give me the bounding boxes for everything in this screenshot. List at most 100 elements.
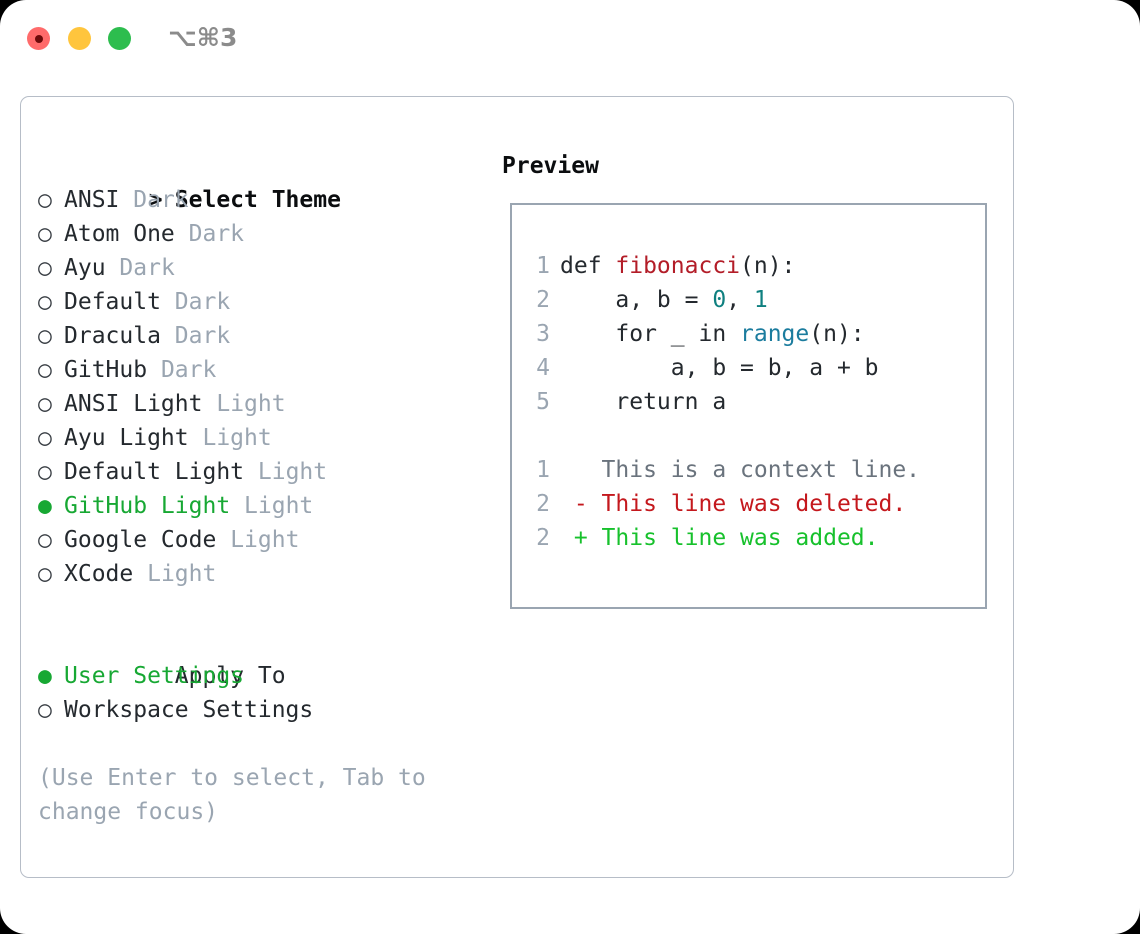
close-icon — [35, 35, 43, 43]
radio-unselected-icon[interactable]: ○ — [38, 697, 52, 723]
line-number: 1 — [536, 457, 550, 483]
code-line: 2 + This line was added. — [528, 521, 920, 555]
theme-list-item[interactable]: ○ GitHub Dark — [38, 353, 488, 387]
theme-name: ANSI — [64, 187, 120, 213]
theme-spacer — [189, 425, 203, 451]
title-bar: ⌥⌘3 — [0, 0, 1140, 78]
theme-spacer — [106, 255, 120, 281]
theme-spacer — [161, 323, 175, 349]
theme-spacer — [202, 391, 216, 417]
theme-name: GitHub Light — [64, 493, 231, 519]
code-token: (n): — [740, 253, 796, 279]
theme-list-item[interactable]: ○ Ayu Light Light — [38, 421, 488, 455]
apply-to-option[interactable]: ●User Settings — [38, 659, 488, 693]
theme-list-item[interactable]: ○ Atom One Dark — [38, 217, 488, 251]
theme-name: Dracula — [64, 323, 161, 349]
radio-unselected-icon[interactable]: ○ — [38, 527, 52, 553]
code-token: 1 — [753, 287, 768, 313]
theme-list-item[interactable]: ○ANSI Dark — [38, 183, 488, 217]
radio-selected-icon[interactable]: ● — [38, 493, 52, 519]
theme-list-item[interactable]: ○XCode Light — [38, 557, 488, 591]
radio-unselected-icon[interactable]: ○ — [38, 221, 52, 247]
code-token: + This line was added. — [560, 525, 879, 551]
line-number: 5 — [536, 389, 550, 415]
radio-unselected-icon[interactable]: ○ — [38, 425, 52, 451]
apply-to-option-label: Workspace Settings — [64, 697, 314, 723]
theme-list-item[interactable]: ○Google Code Light — [38, 523, 488, 557]
theme-category: Dark — [119, 255, 175, 281]
theme-category: Light — [202, 425, 272, 451]
theme-list-item[interactable]: ○ Ayu Dark — [38, 251, 488, 285]
theme-name: Ayu — [64, 255, 106, 281]
code-line — [528, 419, 920, 453]
radio-unselected-icon[interactable]: ○ — [38, 357, 52, 383]
apply-to-list: ●User Settings ○ Workspace Settings — [38, 659, 488, 727]
list-spacer — [38, 591, 488, 625]
code-token: 0 — [712, 287, 727, 313]
theme-name: Default Light — [64, 459, 245, 485]
apply-to-heading: ○Apply To — [38, 625, 488, 689]
code-token: - This line was deleted. — [560, 491, 907, 517]
theme-spacer — [133, 561, 147, 587]
radio-unselected-icon[interactable]: ○ — [38, 323, 52, 349]
apply-to-option[interactable]: ○ Workspace Settings — [38, 693, 488, 727]
code-token: This is a context line. — [560, 457, 921, 483]
code-token: , — [726, 287, 754, 313]
theme-category: Light — [230, 527, 300, 553]
maximize-window-button[interactable] — [108, 27, 131, 50]
theme-category: Dark — [160, 357, 217, 383]
radio-unselected-icon[interactable]: ○ — [38, 289, 52, 315]
theme-spacer — [230, 493, 244, 519]
theme-category: Dark — [188, 221, 245, 247]
line-number: 2 — [536, 491, 550, 517]
theme-list-item[interactable]: ○ Default Dark — [38, 285, 488, 319]
code-token: def — [560, 253, 616, 279]
theme-category: Dark — [174, 289, 231, 315]
theme-category: Light — [244, 493, 314, 519]
radio-unselected-icon[interactable]: ○ — [38, 459, 52, 485]
code-line: 1 This is a context line. — [528, 453, 920, 487]
theme-name: Atom One — [64, 221, 175, 247]
apply-to-label: Apply To — [174, 663, 286, 689]
prompt-caret-icon: > — [148, 187, 163, 213]
code-line: 5 return a — [528, 385, 920, 419]
theme-name: Ayu Light — [64, 425, 189, 451]
keyboard-hint-text: (Use Enter to select, Tab to change focu… — [38, 765, 440, 825]
radio-selected-icon[interactable]: ● — [38, 663, 52, 689]
theme-category: Light — [147, 561, 217, 587]
radio-unselected-icon[interactable]: ○ — [38, 391, 52, 417]
theme-spacer — [244, 459, 258, 485]
minimize-window-button[interactable] — [68, 27, 91, 50]
code-token: range — [740, 321, 810, 347]
page-title: Select Theme — [174, 187, 341, 213]
theme-spacer — [216, 527, 230, 553]
theme-list-item[interactable]: ○Default Light Light — [38, 455, 488, 489]
code-token: a, b = b, a + b — [560, 355, 879, 381]
theme-selector-column: >Select Theme ○ANSI Dark○Atom One Dark○A… — [38, 149, 488, 727]
preview-heading: Preview — [502, 153, 599, 179]
line-number: 1 — [536, 253, 550, 279]
radio-unselected-icon[interactable]: ○ — [38, 255, 52, 281]
theme-list-heading: > Select Theme — [38, 149, 488, 213]
theme-category: Dark — [174, 323, 231, 349]
theme-name: GitHub — [64, 357, 148, 383]
code-token: return a — [560, 389, 727, 415]
theme-list-item[interactable]: ○ANSI Light Light — [38, 387, 488, 421]
line-number: 3 — [536, 321, 550, 347]
theme-name: Default — [64, 289, 161, 315]
code-token: (n): — [809, 321, 865, 347]
theme-list-item[interactable]: ○ Dracula Dark — [38, 319, 488, 353]
line-number: 4 — [536, 355, 550, 381]
line-number: 2 — [536, 287, 550, 313]
theme-spacer — [161, 289, 175, 315]
theme-list: ○ ANSI Dark ○ Atom One Dark ○ Ayu Dark ○ Defaul… — [38, 183, 488, 591]
code-line: 4 a, b = b, a + b — [528, 351, 920, 385]
radio-unselected-icon[interactable]: ○ — [38, 561, 52, 587]
keyboard-shortcut-label: ⌥⌘3 — [168, 23, 238, 52]
radio-unselected-icon[interactable]: ○ — [38, 187, 52, 213]
theme-list-item[interactable]: ● GitHub Light Light — [38, 489, 488, 523]
code-token: a, b = — [560, 287, 713, 313]
content-panel: >Select Theme ○ANSI Dark○Atom One Dark○A… — [20, 96, 1014, 878]
